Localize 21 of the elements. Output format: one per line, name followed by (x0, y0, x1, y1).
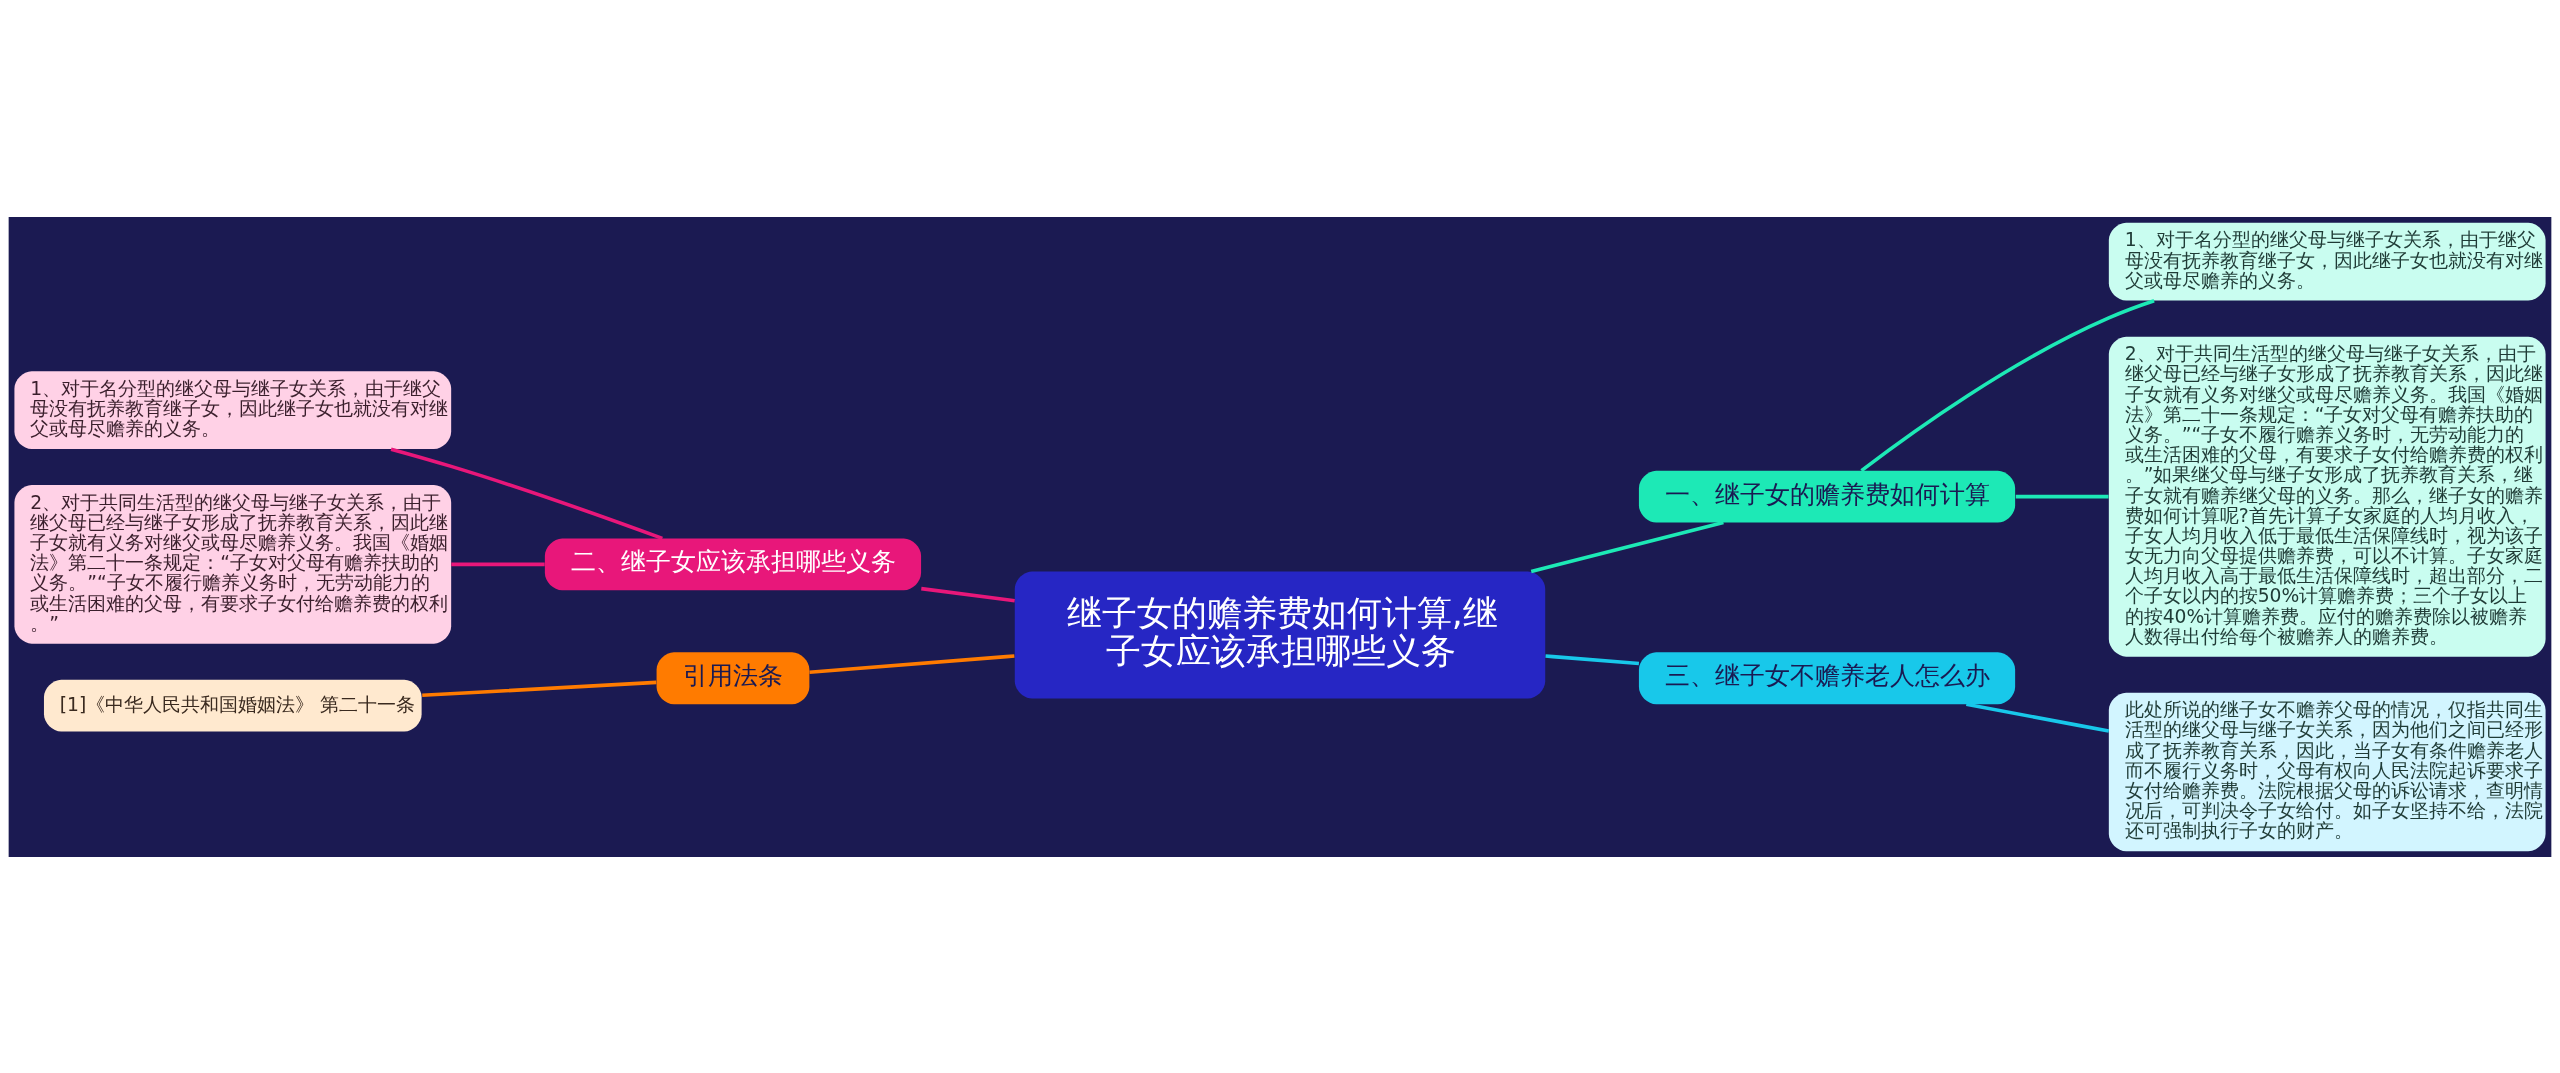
node-box: [1]《中华人民共和国婚姻法》 第二十一条 (43, 679, 422, 732)
node-box: 继子女的赡养费如何计算,继子女应该承担哪些义务 (1014, 571, 1546, 698)
node-box: 此处所说的继子女不赡养父母的情况，仅指共同生活型的继父母与继子女关系，因为他们之间已经形成了抚养教育关系，因此，当子女有条件赡养老人而不履行义务时，父母有权向人民法院起诉要求子女付给赡养费。法院根据父母的诉讼请求，查明情况后，可判决令子女给付。如子女坚持不给，法院还可强制执行子女的财产。 (2108, 692, 2546, 851)
node-box: 1、对于名分型的继父母与继子女关系，由于继父母没有抚养教育继子女，因此继子女也就没有对继父或母尽赡养的义务。 (14, 370, 452, 449)
node-box: 三、继子女不赡养老人怎么办 (1638, 651, 2016, 704)
connector (1530, 520, 1724, 573)
connector (921, 586, 1015, 603)
node-box: 一、继子女的赡养费如何计算 (1638, 470, 2016, 523)
node-box: 引用法条 (656, 651, 810, 704)
connector (451, 562, 545, 566)
node-box: 2、对于共同生活型的继父母与继子女关系，由于继父母已经与继子女形成了抚养教育关系，因此继子女就有义务对继父或母尽赡养义务。我国《婚姻法》第二十一条规定：“子女对父母有赡养扶助的义务。”“子女不履行赡养义务时，无劳动能力的或生活困难的父母，有要求子女付给赡养费的权利。” (14, 484, 452, 644)
connector (2015, 494, 2109, 498)
connector (1860, 298, 2155, 472)
node-box: 二、继子女应该承担哪些义务 (544, 537, 922, 590)
connector (422, 680, 657, 697)
connector (1545, 653, 1640, 665)
node-box: 1、对于名分型的继父母与继子女关系，由于继父母没有抚养教育继子女，因此继子女也就没有对继父或母尽赡养的义务。 (2108, 222, 2546, 301)
connector (809, 653, 1015, 674)
node-box: 2、对于共同生活型的继父母与继子女关系，由于继父母已经与继子女形成了抚养教育关系，因此继子女就有义务对继父或母尽赡养义务。我国《婚姻法》第二十一条规定：“子女对父母有赡养扶助的义务。”“子女不履行赡养义务时，无劳动能力的或生活困难的父母，有要求子女付给赡养费的权利。”如果继父母与继子女形成了抚养教育关系，继子女就有赡养继父母的义务。那么，继子女的赡养费如何计算呢?首先计算子女家庭的人均月收入，子女人均月收入低于最低生活保障线时，视为该子女无力向父母提供赡养费，可以不计算。子女家庭人均月收入高于最低生活保障线时，超出部分，二个子女以内的按50%计算赡养费；三个子女以上的按40%计算赡养费。应付的赡养费除以被赡养人数得出付给每个被赡养人的赡养费。 (2108, 336, 2546, 657)
connector (1966, 701, 2110, 733)
connector (390, 446, 663, 540)
